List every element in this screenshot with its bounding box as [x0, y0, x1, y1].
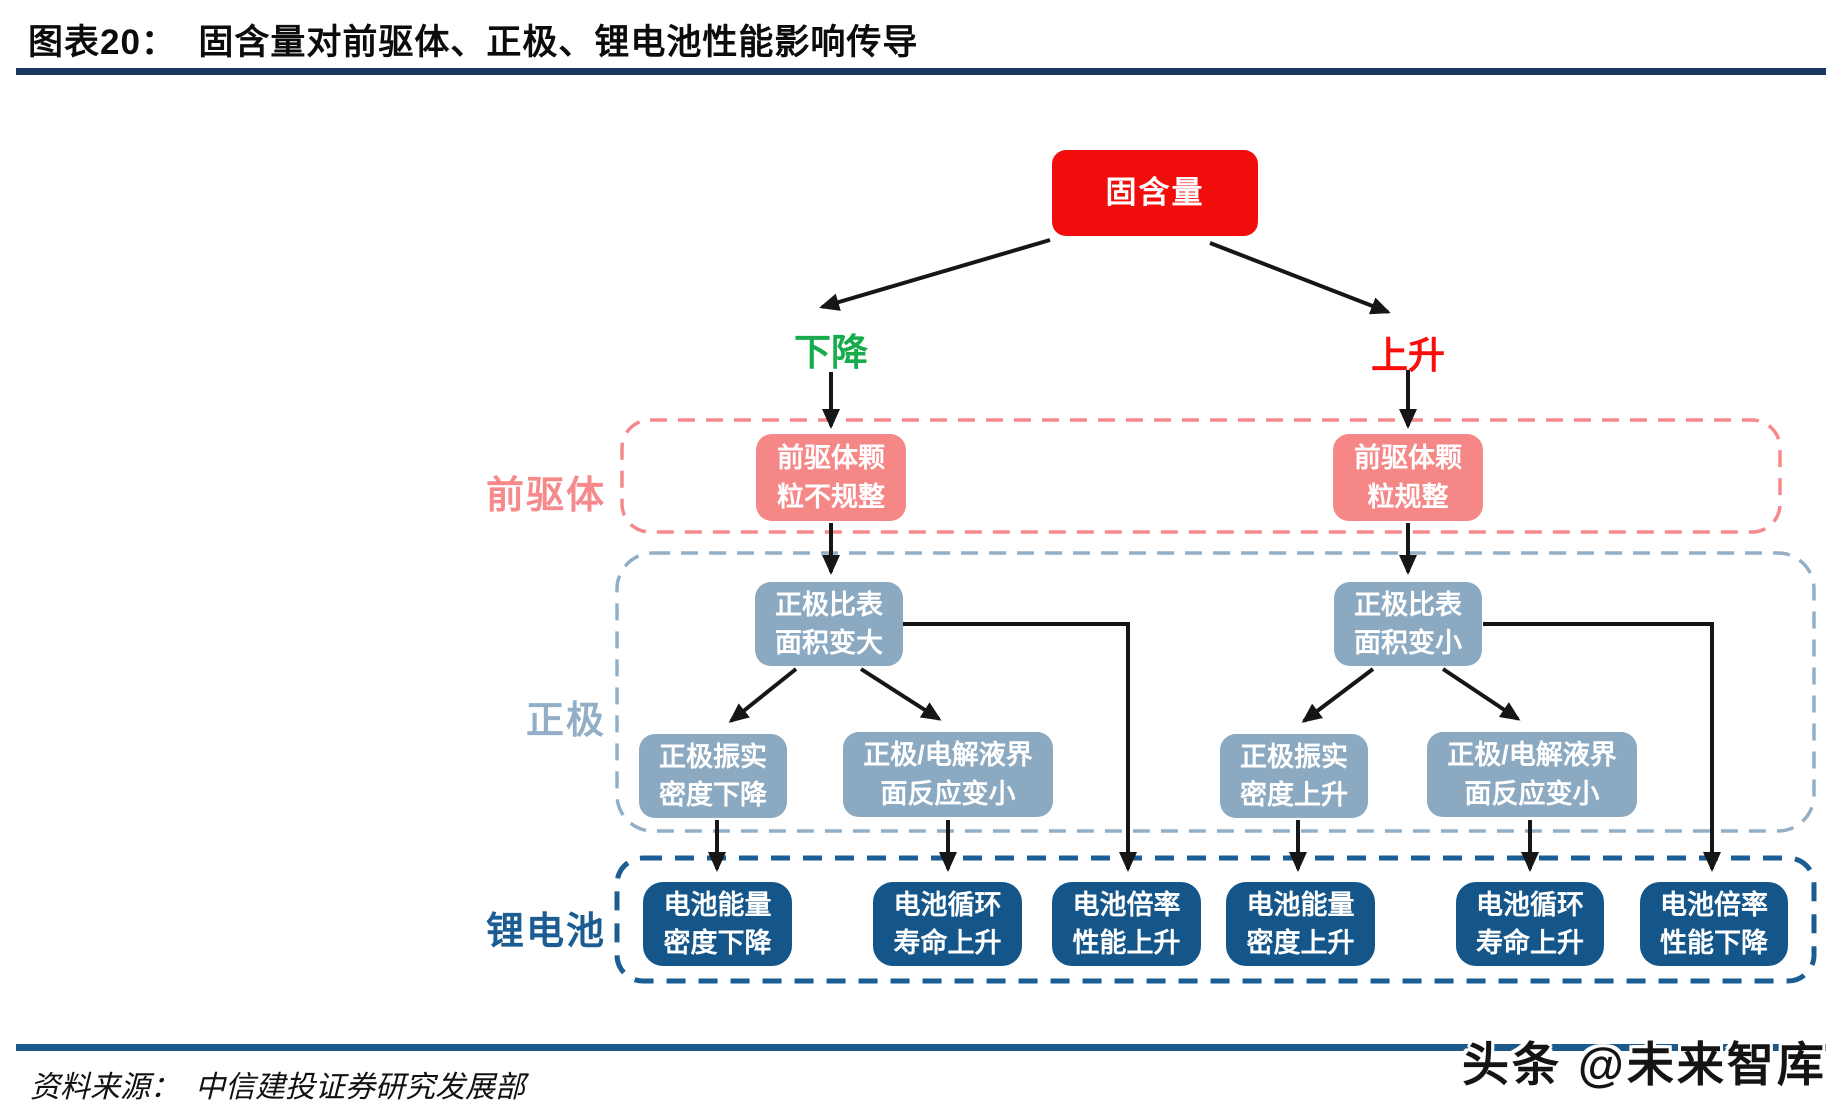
branch-label-up: 上升: [1371, 335, 1445, 376]
arrow-root-to-up: [1209, 241, 1391, 315]
node-surface-area-up: 正极比表 面积变大: [755, 582, 903, 666]
section-label-battery: 锂电池: [485, 911, 606, 953]
section-label-cathode: 正极: [525, 700, 606, 742]
arrow-surface-to-interface-right: [1441, 667, 1521, 721]
branch-label-down: 下降: [794, 332, 868, 373]
arrow-root-to-down: [819, 238, 1051, 311]
node-tap-density-up: 正极振实 密度上升: [1220, 734, 1368, 818]
figure-title: 图表20： 固含量对前驱体、正极、锂电池性能影响传导: [28, 23, 919, 62]
node-solid-content: 固含量: [1052, 150, 1258, 236]
node-interface-reaction-small-right: 正极/电解液界 面反应变小: [1427, 732, 1637, 817]
node-battery-energy-density-down: 电池能量 密度下降: [643, 882, 792, 966]
node-battery-rate-performance-down: 电池倍率 性能下降: [1640, 882, 1788, 966]
watermark-text: 头条 @未来智库: [1462, 1038, 1827, 1091]
arrow-surface-to-tap-left: [728, 667, 798, 723]
node-tap-density-down: 正极振实 密度下降: [639, 734, 787, 818]
node-surface-area-down: 正极比表 面积变小: [1334, 582, 1482, 666]
node-battery-energy-density-up: 电池能量 密度上升: [1226, 882, 1375, 966]
battery-section-frame: [614, 855, 1817, 984]
node-battery-cycle-life-up-right: 电池循环 寿命上升: [1456, 882, 1604, 966]
node-precursor-irregular: 前驱体颗 粒不规整: [756, 434, 906, 521]
arrow-surface-to-interface-left: [859, 667, 942, 721]
arrow-surface-to-tap-right: [1301, 667, 1375, 723]
source-note: 资料来源： 中信建投证券研究发展部: [30, 1071, 525, 1104]
node-precursor-regular: 前驱体颗 粒规整: [1333, 434, 1483, 521]
node-battery-rate-performance-up: 电池倍率 性能上升: [1052, 882, 1201, 966]
node-battery-cycle-life-up-left: 电池循环 寿命上升: [873, 882, 1022, 966]
bottom-divider-rule: [16, 1044, 1826, 1051]
node-interface-reaction-small-left: 正极/电解液界 面反应变小: [843, 732, 1053, 817]
top-divider-rule: [16, 68, 1826, 75]
section-label-precursor: 前驱体: [485, 475, 606, 517]
